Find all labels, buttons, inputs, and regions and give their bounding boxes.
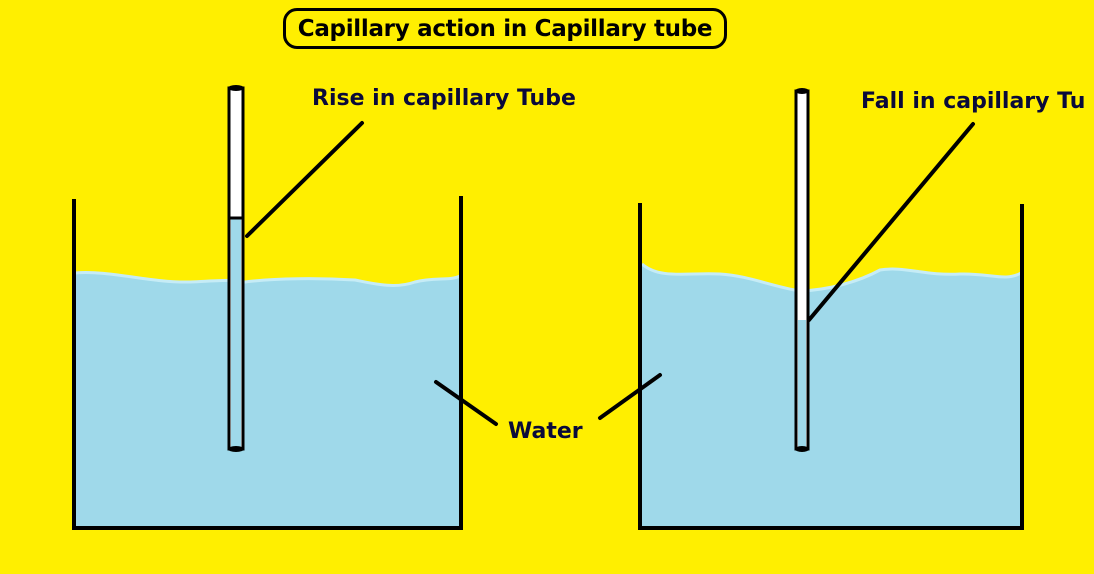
rise-label: Rise in capillary Tube bbox=[312, 86, 576, 111]
rise-tube-water-column bbox=[231, 218, 241, 447]
diagram-title: Capillary action in Capillary tube bbox=[297, 15, 713, 42]
fall-tube-water-column bbox=[798, 320, 806, 447]
fall-label: Fall in capillary Tu bbox=[861, 89, 1086, 114]
fall-capillary-tube bbox=[794, 88, 810, 452]
left-water-surface bbox=[74, 271, 461, 287]
water-label: Water bbox=[508, 419, 583, 444]
left-beaker-outline bbox=[72, 196, 463, 530]
left-container bbox=[72, 196, 463, 530]
rise-capillary-tube bbox=[227, 85, 245, 452]
rise-leader-line bbox=[245, 121, 364, 238]
title-box: Capillary action in Capillary tube bbox=[283, 8, 727, 49]
fall-leader-line bbox=[807, 122, 975, 322]
water-leader-right bbox=[598, 373, 662, 420]
right-container bbox=[638, 203, 1024, 530]
water-leader-left bbox=[434, 380, 498, 426]
left-water bbox=[75, 272, 460, 527]
right-water bbox=[642, 264, 1021, 527]
right-beaker-outline bbox=[638, 203, 1024, 530]
